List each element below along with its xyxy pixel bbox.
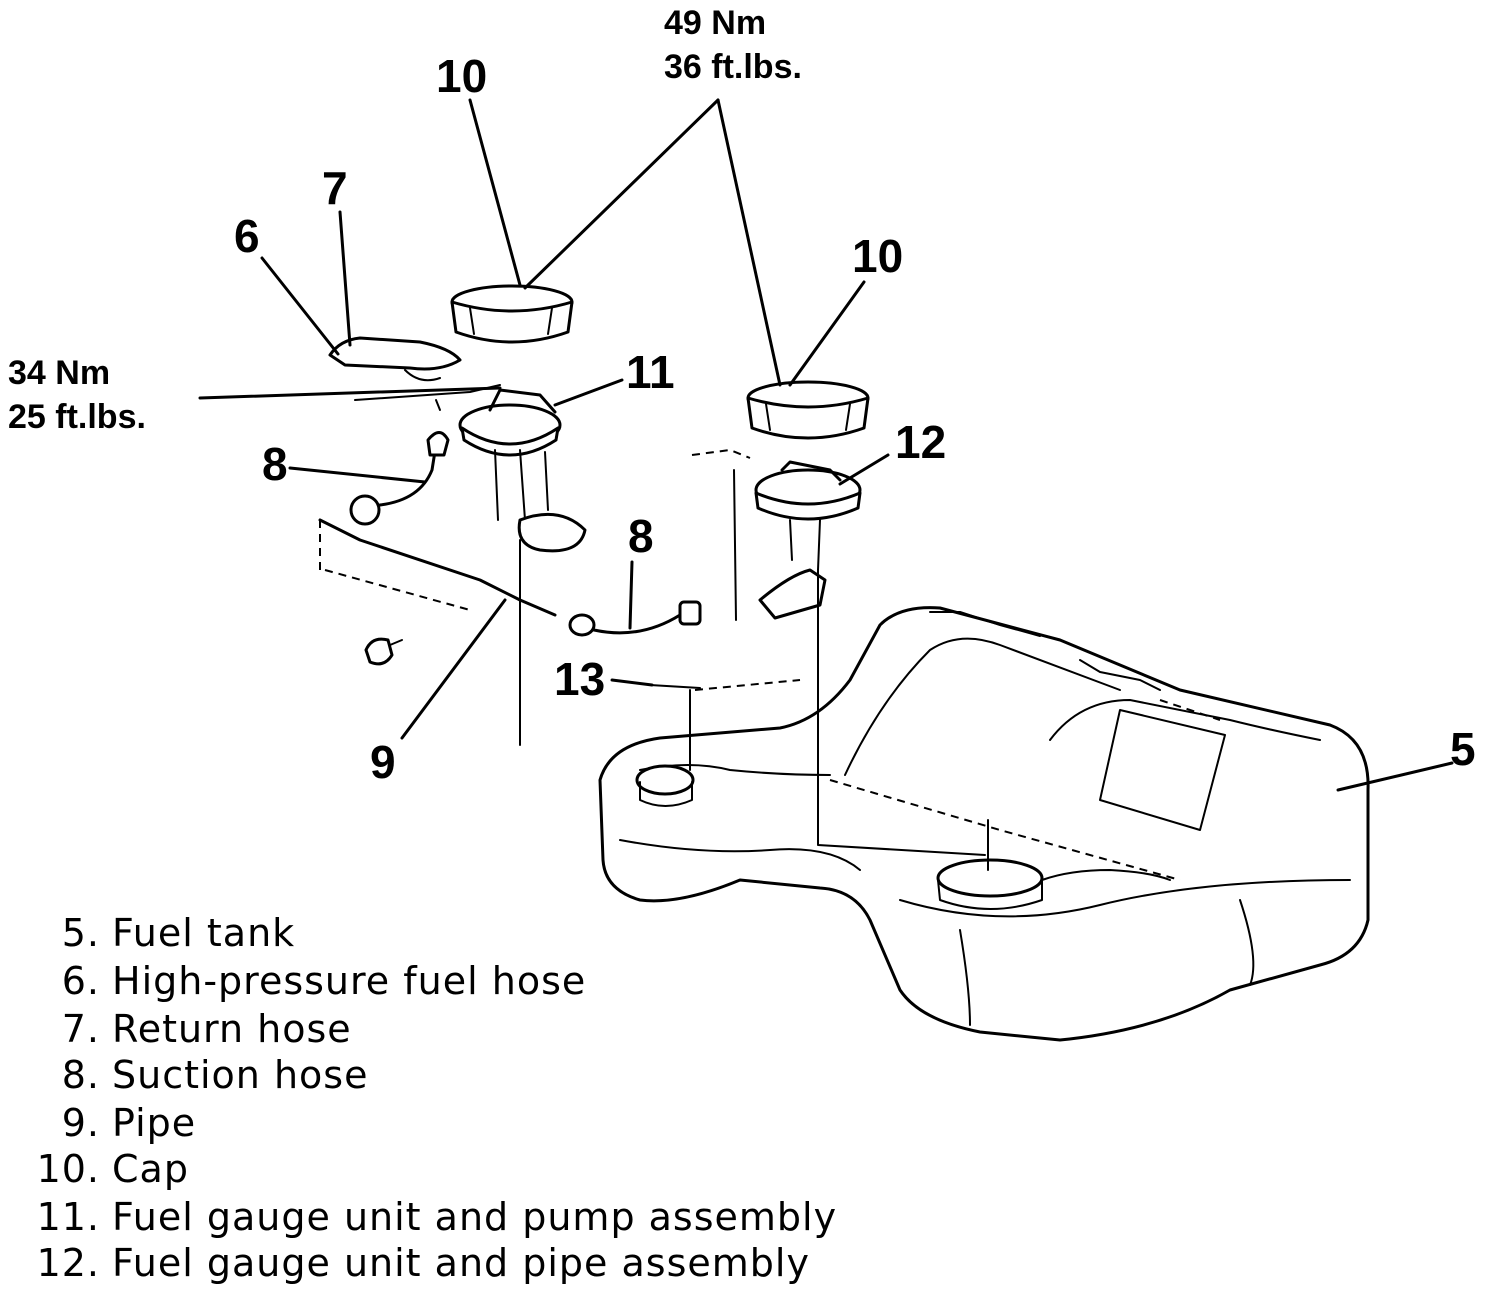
fuel-pipe-assembly xyxy=(754,460,862,620)
legend-num: 10. xyxy=(37,1147,100,1191)
legend-label: Fuel gauge unit and pipe assembly xyxy=(112,1241,810,1285)
torque-left-nm: 34 Nm xyxy=(8,354,110,392)
fuel-pump-assembly xyxy=(458,388,587,553)
leader-lines xyxy=(198,98,1454,792)
torque-left-ftlbs: 25 ft.lbs. xyxy=(8,398,146,436)
callout-8-right: 8 xyxy=(628,510,654,562)
legend-label: Pipe xyxy=(112,1101,196,1145)
callout-11: 11 xyxy=(626,346,675,398)
callout-13: 13 xyxy=(554,653,605,705)
suction-hose-right xyxy=(568,600,702,637)
callout-numbers: 5 6 7 8 8 9 10 10 11 12 13 xyxy=(234,50,1476,788)
legend-label: Fuel gauge unit and pump assembly xyxy=(112,1195,837,1239)
legend-num: 5. xyxy=(62,911,100,955)
torque-upper-nm: 49 Nm xyxy=(664,4,766,42)
callout-7: 7 xyxy=(322,162,348,214)
parts-legend: 5. Fuel tank 6. High-pressure fuel hose … xyxy=(37,911,837,1285)
callout-5: 5 xyxy=(1450,723,1476,775)
legend-num: 8. xyxy=(62,1053,100,1097)
fuel-pipe xyxy=(318,518,557,666)
fuel-tank xyxy=(598,606,1370,1042)
torque-spec-left: 34 Nm 25 ft.lbs. xyxy=(8,354,146,436)
cap-left xyxy=(450,284,574,344)
alignment-lines xyxy=(519,448,989,871)
cap-right xyxy=(746,380,870,440)
torque-upper-ftlbs: 36 ft.lbs. xyxy=(664,48,802,86)
suction-hose-left xyxy=(349,431,450,526)
legend-label: Cap xyxy=(112,1147,189,1191)
legend-num: 12. xyxy=(37,1241,100,1285)
legend-label: Return hose xyxy=(112,1007,352,1051)
legend-num: 9. xyxy=(62,1101,100,1145)
callout-10-left: 10 xyxy=(436,50,487,102)
part-13-bracket xyxy=(649,679,801,691)
hoses-6-7 xyxy=(328,336,501,411)
legend-label: Fuel tank xyxy=(112,911,295,955)
legend-num: 11. xyxy=(37,1195,100,1239)
callout-12: 12 xyxy=(895,416,946,468)
torque-spec-upper: 49 Nm 36 ft.lbs. xyxy=(664,4,802,86)
callout-10-right: 10 xyxy=(852,230,903,282)
legend-label: High-pressure fuel hose xyxy=(112,959,586,1003)
callout-9: 9 xyxy=(370,736,396,788)
legend-num: 6. xyxy=(62,959,100,1003)
callout-6: 6 xyxy=(234,210,260,262)
legend-num: 7. xyxy=(62,1007,100,1051)
legend-label: Suction hose xyxy=(112,1053,368,1097)
callout-8-left: 8 xyxy=(262,438,288,490)
